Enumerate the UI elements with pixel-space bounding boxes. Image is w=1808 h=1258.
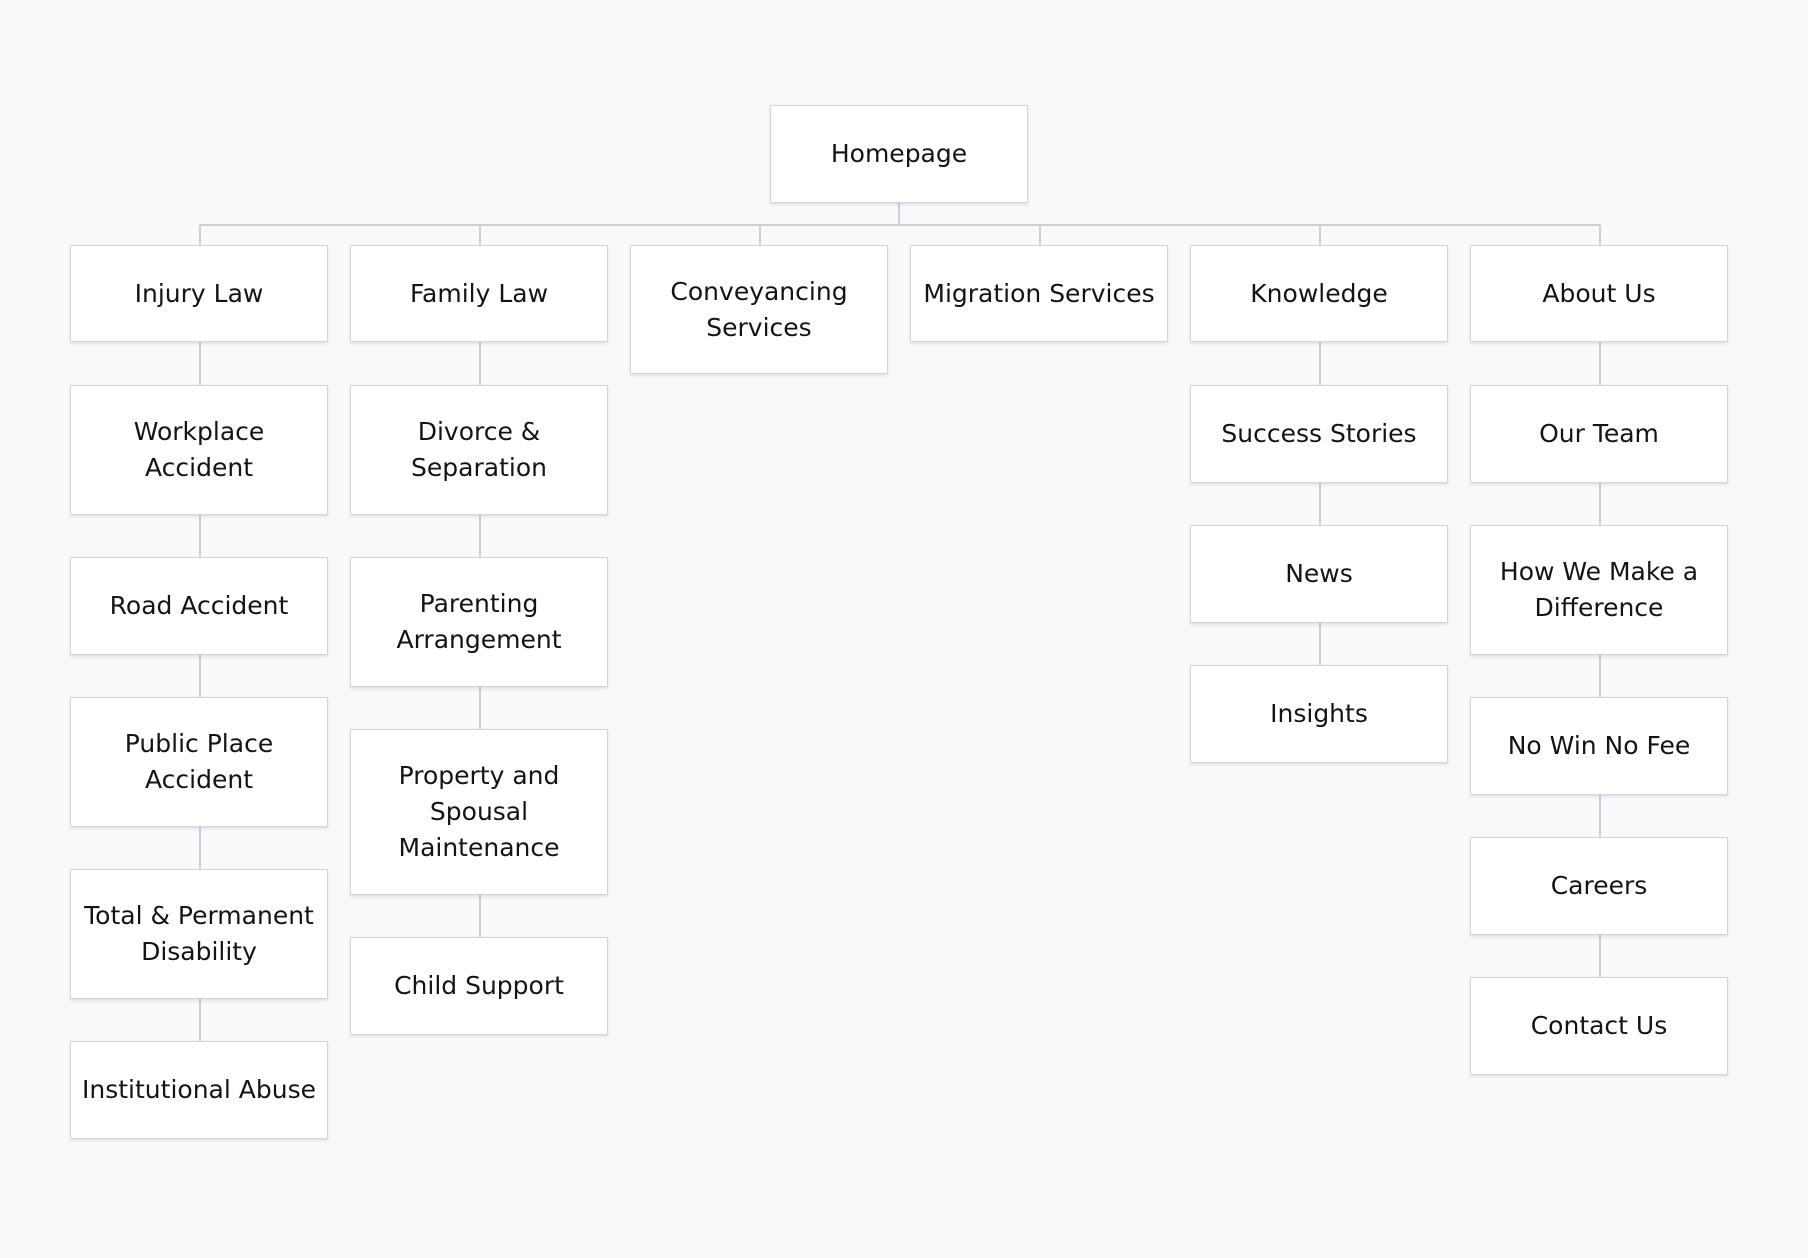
node-label: Property and Spousal Maintenance xyxy=(398,761,560,862)
node-label: Injury Law xyxy=(134,278,264,308)
node-conveyancing-services: Conveyancing Services xyxy=(630,245,888,374)
node-label: About Us xyxy=(1542,278,1656,308)
node-label: Public Place Accident xyxy=(124,729,274,794)
node-news: News xyxy=(1190,525,1448,623)
node-label: Careers xyxy=(1550,871,1648,900)
node-label: Knowledge xyxy=(1250,278,1388,308)
node-our-team: Our Team xyxy=(1470,385,1728,483)
node-injury-law: Injury Law xyxy=(70,245,328,342)
node-knowledge: Knowledge xyxy=(1190,245,1448,342)
node-label: Conveyancing Services xyxy=(670,276,848,342)
node-label: Institutional Abuse xyxy=(82,1075,316,1104)
node-label: Parenting Arrangement xyxy=(396,589,562,654)
node-institutional-abuse: Institutional Abuse xyxy=(70,1041,328,1139)
node-label: Family Law xyxy=(409,278,549,308)
node-public-place-accident: Public Place Accident xyxy=(70,697,328,827)
node-workplace-accident: Workplace Accident xyxy=(70,385,328,515)
node-total-permanent-disability: Total & Permanent Disability xyxy=(70,869,328,999)
node-label: Divorce & Separation xyxy=(411,417,547,482)
node-no-win-no-fee: No Win No Fee xyxy=(1470,697,1728,795)
node-property-spousal-maintenance: Property and Spousal Maintenance xyxy=(350,729,608,895)
node-label: News xyxy=(1285,559,1353,588)
node-label: Total & Permanent Disability xyxy=(84,901,314,966)
node-road-accident: Road Accident xyxy=(70,557,328,655)
node-divorce-separation: Divorce & Separation xyxy=(350,385,608,515)
node-family-law: Family Law xyxy=(350,245,608,342)
node-label: How We Make a Difference xyxy=(1499,557,1699,622)
node-label: Road Accident xyxy=(109,591,289,620)
node-label: Workplace Accident xyxy=(133,417,265,482)
node-contact-us: Contact Us xyxy=(1470,977,1728,1075)
node-insights: Insights xyxy=(1190,665,1448,763)
node-success-stories: Success Stories xyxy=(1190,385,1448,483)
node-label: Migration Services xyxy=(923,278,1155,308)
node-homepage: Homepage xyxy=(770,105,1028,203)
node-label: Contact Us xyxy=(1530,1011,1668,1040)
node-careers: Careers xyxy=(1470,837,1728,935)
node-label: Success Stories xyxy=(1221,419,1417,448)
node-parenting-arrangement: Parenting Arrangement xyxy=(350,557,608,687)
node-label: Homepage xyxy=(830,139,968,168)
node-label: No Win No Fee xyxy=(1507,731,1691,760)
node-label: Insights xyxy=(1270,699,1368,728)
node-how-we-make-a-difference: How We Make a Difference xyxy=(1470,525,1728,655)
node-label: Child Support xyxy=(394,971,564,1000)
node-about-us: About Us xyxy=(1470,245,1728,342)
node-label: Our Team xyxy=(1539,419,1659,448)
node-migration-services: Migration Services xyxy=(910,245,1168,342)
node-child-support: Child Support xyxy=(350,937,608,1035)
